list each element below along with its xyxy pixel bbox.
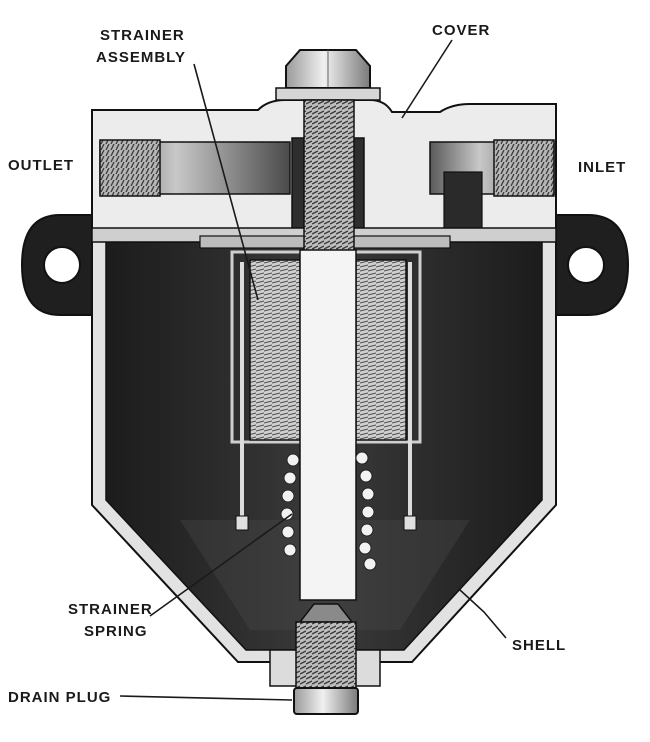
- label-outlet: OUTLET: [8, 157, 74, 174]
- leader-shell: [459, 589, 507, 639]
- leader-strainer-spring: [149, 513, 293, 617]
- strainer-spring: [280, 451, 377, 571]
- label-inlet: INLET: [578, 159, 626, 176]
- left-mounting-lug: [20, 214, 101, 316]
- label-cover: COVER: [432, 22, 490, 39]
- label-strainer-spring-line2: SPRING: [84, 623, 148, 640]
- leader-cover: [401, 39, 453, 119]
- drain-plug: [269, 603, 381, 715]
- label-strainer-spring-line1: STRAINER: [68, 601, 153, 618]
- leader-lines: [119, 39, 507, 701]
- label-strainer-assembly-line1: STRAINER: [100, 27, 185, 44]
- label-shell: SHELL: [512, 637, 566, 654]
- leader-strainer-assembly: [193, 63, 259, 301]
- right-mounting-lug: [547, 214, 630, 316]
- label-strainer-assembly-line2: ASSEMBLY: [96, 49, 186, 66]
- label-drain-plug: DRAIN PLUG: [8, 689, 111, 706]
- leader-drain-plug: [119, 695, 293, 701]
- strainer-assembly: [230, 249, 422, 601]
